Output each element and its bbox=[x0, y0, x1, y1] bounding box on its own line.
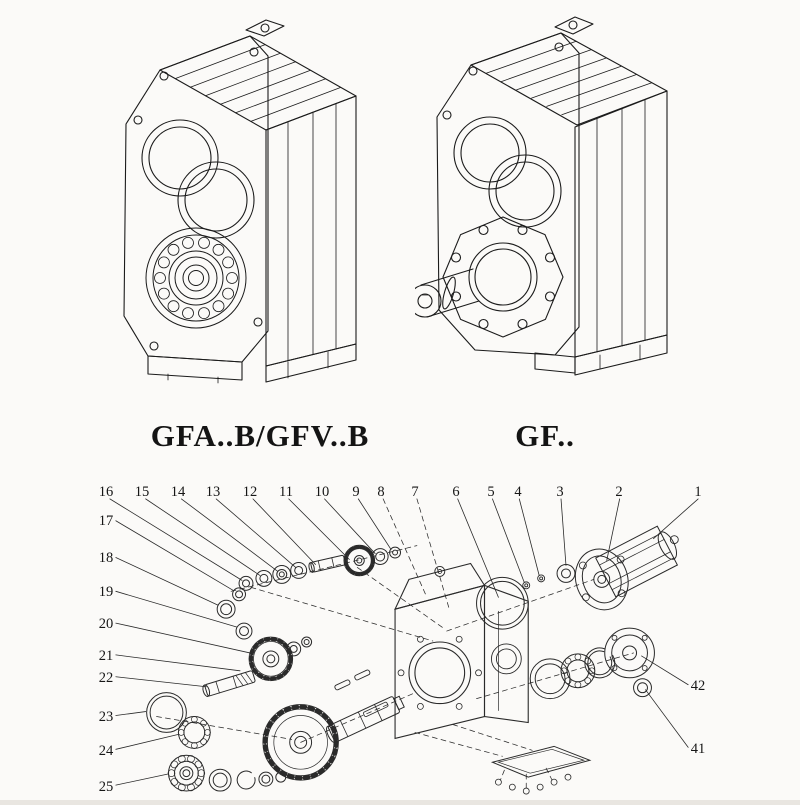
snap-ring-part bbox=[585, 648, 615, 678]
front-face bbox=[437, 33, 579, 355]
mounting-feet bbox=[148, 344, 356, 383]
circlip-part bbox=[237, 771, 255, 789]
small-gear-part bbox=[344, 545, 375, 576]
bottom-cover-plate bbox=[492, 746, 589, 794]
callout-1: 1 bbox=[694, 483, 702, 500]
coupling-bushing-part bbox=[557, 564, 575, 582]
pinion-shaft-part bbox=[308, 555, 346, 573]
callout-17: 17 bbox=[98, 512, 114, 529]
callout-25: 25 bbox=[98, 778, 114, 795]
output-bearing bbox=[146, 228, 246, 328]
callout-2: 2 bbox=[615, 483, 623, 500]
gear-bore-circles bbox=[142, 120, 254, 238]
washer-part bbox=[239, 576, 253, 590]
exploded-svg bbox=[95, 482, 715, 800]
gearbox-gfab-svg bbox=[108, 6, 368, 401]
lifting-lug bbox=[555, 17, 593, 34]
circlip-part bbox=[217, 600, 235, 618]
lifting-lug bbox=[246, 20, 284, 36]
callout-8: 8 bbox=[377, 483, 385, 500]
washer-part bbox=[209, 769, 231, 791]
callout-3: 3 bbox=[556, 483, 564, 500]
callout-24: 24 bbox=[98, 742, 114, 759]
pinion-shaft-part bbox=[202, 670, 256, 697]
callout-10: 10 bbox=[314, 483, 330, 500]
intermediate-gear-part bbox=[249, 637, 293, 681]
callout-23: 23 bbox=[98, 708, 114, 725]
gearbox-gf-svg bbox=[415, 5, 705, 395]
top-rib-surface bbox=[471, 33, 667, 125]
callout-4: 4 bbox=[514, 483, 522, 500]
washer-part bbox=[372, 549, 388, 565]
ball-bearing-part bbox=[561, 654, 595, 688]
callout-7: 7 bbox=[411, 483, 419, 500]
output-shaft bbox=[415, 269, 479, 317]
input-shaft-parts-train bbox=[233, 545, 401, 601]
output-shaft-part bbox=[325, 694, 406, 744]
assembly-axis-lines bbox=[157, 499, 634, 789]
callout-14: 14 bbox=[170, 483, 186, 500]
cover-bolts bbox=[495, 774, 571, 794]
small-bolt-part bbox=[523, 575, 545, 589]
small-ring-part bbox=[302, 637, 312, 647]
seal-ring-part bbox=[291, 562, 307, 578]
input-motor-unit bbox=[568, 526, 681, 616]
shaft-key-part bbox=[334, 669, 370, 690]
output-flange bbox=[443, 217, 563, 337]
model-label-gfab: GFA..B/GFV..B bbox=[150, 418, 370, 453]
spacer-ring-part bbox=[259, 772, 273, 786]
gearbox-isometric-gfab bbox=[108, 6, 368, 401]
callout-16: 16 bbox=[98, 483, 114, 500]
ball-bearing-part bbox=[178, 716, 210, 748]
spacer-part bbox=[256, 570, 272, 586]
callout-19: 19 bbox=[98, 583, 114, 600]
callout-22: 22 bbox=[98, 669, 114, 686]
output-bearing-cluster bbox=[147, 693, 286, 791]
gear-bore-circles bbox=[454, 117, 561, 227]
large-seal-ring-part bbox=[147, 693, 187, 733]
gearbox-isometric-gf bbox=[415, 5, 705, 395]
side-slab bbox=[266, 96, 356, 366]
small-ring-part bbox=[287, 642, 301, 656]
mounting-feet bbox=[535, 335, 667, 375]
callout-13: 13 bbox=[205, 483, 221, 500]
intermediate-gear-group bbox=[202, 600, 312, 697]
callout-9: 9 bbox=[352, 483, 360, 500]
washer-part bbox=[634, 679, 652, 697]
callout-5: 5 bbox=[487, 483, 495, 500]
callout-42: 42 bbox=[690, 677, 706, 694]
callout-41: 41 bbox=[690, 740, 706, 757]
spacer-ring-part bbox=[236, 623, 252, 639]
leader-lines bbox=[110, 499, 698, 785]
side-slab bbox=[575, 91, 667, 357]
callout-11: 11 bbox=[279, 483, 293, 500]
callout-12: 12 bbox=[242, 483, 258, 500]
small-bearing-part bbox=[273, 565, 291, 583]
front-flange-face bbox=[124, 36, 268, 362]
retaining-ring-part bbox=[233, 588, 246, 601]
callout-15: 15 bbox=[134, 483, 150, 500]
oil-seal-part bbox=[530, 659, 570, 699]
model-label-gf: GF.. bbox=[515, 418, 575, 453]
callout-18: 18 bbox=[98, 549, 114, 566]
callout-6: 6 bbox=[452, 483, 460, 500]
callout-20: 20 bbox=[98, 615, 114, 632]
input-gasket-ring-part bbox=[477, 577, 529, 629]
nut-part bbox=[390, 547, 401, 558]
exploded-parts-diagram bbox=[95, 482, 715, 800]
gearbox-housing bbox=[395, 563, 528, 738]
callout-21: 21 bbox=[98, 647, 114, 664]
roller-bearing-part bbox=[168, 755, 205, 791]
end-cover-part bbox=[605, 628, 655, 678]
